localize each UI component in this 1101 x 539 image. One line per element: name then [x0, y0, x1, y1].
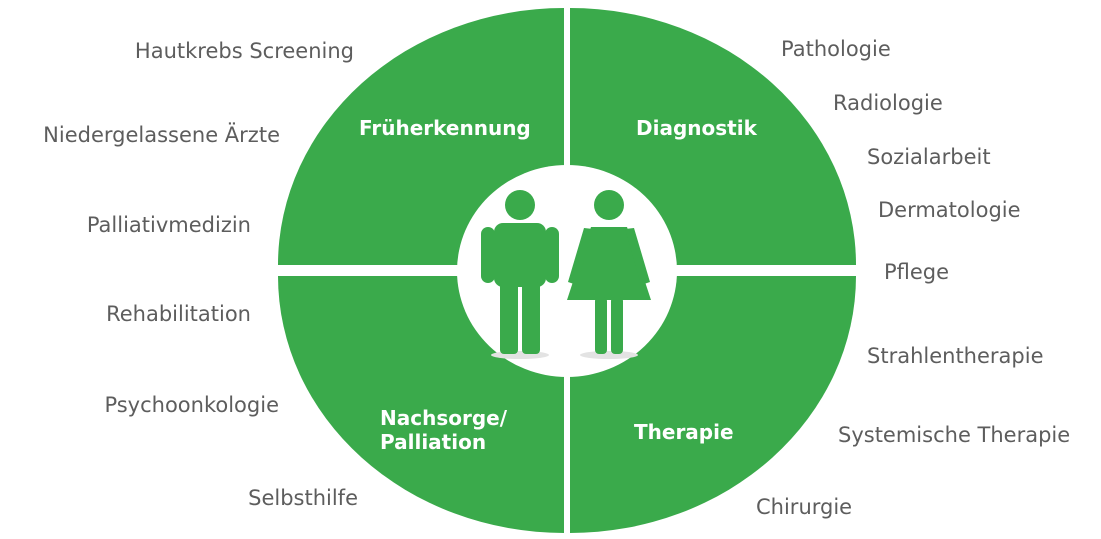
label-dermatologie: Dermatologie	[878, 198, 1021, 222]
label-pathologie: Pathologie	[781, 37, 891, 61]
woman-shadow	[580, 351, 638, 359]
label-niedergelassene-aerzte: Niedergelassene Ärzte	[43, 123, 280, 147]
label-psychoonkologie: Psychoonkologie	[104, 393, 279, 417]
label-strahlentherapie: Strahlentherapie	[867, 344, 1044, 368]
label-systemische-therapie: Systemische Therapie	[838, 423, 1071, 447]
label-pflege: Pflege	[884, 260, 950, 284]
label-sozialarbeit: Sozialarbeit	[867, 145, 991, 169]
label-chirurgie: Chirurgie	[756, 495, 853, 519]
quadrant-title-frueherkennung: Früherkennung	[359, 116, 531, 140]
quadrant-title-nachsorge-palliation: Nachsorge/ Palliation	[380, 406, 507, 454]
man-icon	[481, 190, 559, 354]
label-selbsthilfe: Selbsthilfe	[248, 486, 358, 510]
label-palliativmedizin: Palliativmedizin	[86, 213, 251, 237]
quadrant-title-therapie: Therapie	[634, 420, 734, 444]
woman-icon	[567, 190, 651, 354]
quadrant-title-palliation-line: Palliation	[380, 430, 487, 454]
label-radiologie: Radiologie	[833, 91, 943, 115]
man-shadow	[491, 351, 549, 359]
quadrant-title-diagnostik: Diagnostik	[636, 116, 757, 140]
quadrant-title-nachsorge-line: Nachsorge/	[380, 406, 508, 430]
label-rehabilitation: Rehabilitation	[106, 302, 251, 326]
label-hautkrebs-screening: Hautkrebs Screening	[134, 39, 354, 63]
